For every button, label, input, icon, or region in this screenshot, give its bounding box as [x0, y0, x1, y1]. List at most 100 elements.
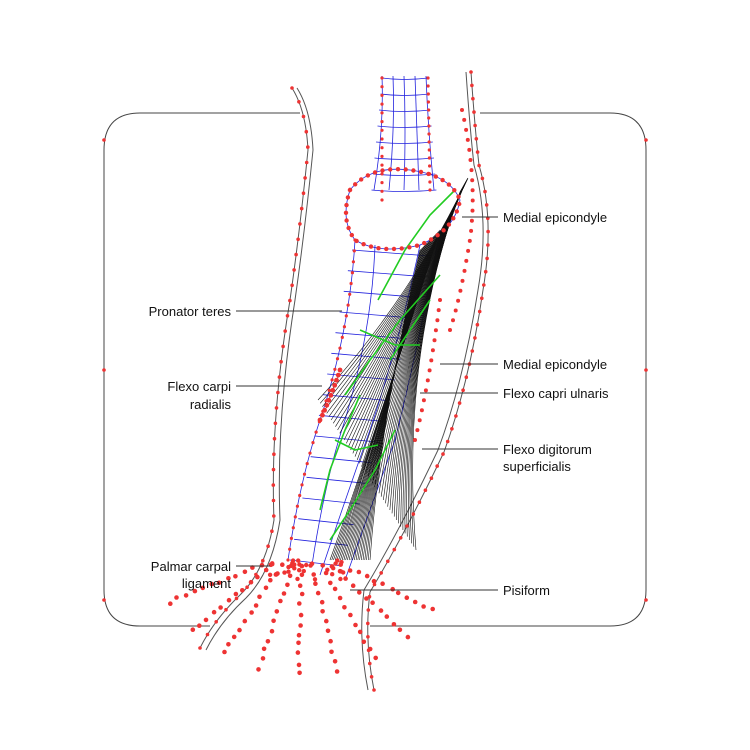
control-point — [305, 161, 309, 165]
hand-point — [233, 574, 238, 579]
control-point — [471, 209, 475, 213]
control-point — [281, 345, 285, 349]
control-point — [451, 216, 455, 220]
control-point — [334, 378, 339, 383]
hand-point — [227, 598, 232, 603]
hand-point — [249, 580, 254, 585]
hand-point — [342, 605, 347, 610]
hand-point — [343, 576, 348, 581]
control-point — [348, 293, 351, 296]
control-point — [405, 524, 409, 528]
control-point — [286, 314, 290, 318]
control-point — [198, 646, 202, 650]
control-point — [275, 406, 279, 410]
control-point — [347, 304, 350, 307]
control-point — [380, 85, 383, 88]
hand-point — [398, 628, 403, 633]
control-point — [454, 309, 458, 313]
control-point — [430, 476, 434, 480]
control-point — [427, 84, 430, 87]
control-point — [415, 428, 419, 432]
hand-point — [379, 608, 384, 613]
hand-point — [268, 578, 273, 583]
control-point — [326, 398, 331, 403]
hand-point — [297, 671, 302, 676]
control-point — [461, 279, 465, 283]
control-point — [344, 218, 348, 222]
control-point — [380, 198, 383, 201]
hand-point — [255, 575, 260, 580]
control-point — [460, 108, 464, 112]
hand-point — [308, 563, 312, 567]
control-point — [461, 388, 465, 392]
hand-point — [297, 562, 301, 566]
control-point — [294, 515, 297, 518]
control-point — [477, 164, 481, 168]
control-point — [458, 401, 462, 405]
hand-point — [296, 650, 301, 655]
control-point — [435, 464, 439, 468]
control-point — [380, 172, 383, 175]
control-point — [272, 514, 276, 518]
control-point — [482, 283, 486, 287]
hand-point — [222, 650, 227, 655]
label-medial-epicondyle-mid: Medial epicondyle — [503, 357, 607, 372]
hand-point — [358, 630, 363, 635]
control-point — [367, 608, 371, 612]
control-point — [427, 124, 430, 127]
control-point — [306, 462, 309, 465]
hand-point — [256, 667, 261, 672]
control-point — [424, 388, 428, 392]
control-point — [413, 438, 417, 442]
hand-point — [274, 572, 278, 576]
control-point — [294, 253, 298, 257]
control-point — [300, 483, 303, 486]
hand-point — [430, 607, 435, 612]
control-point — [345, 314, 348, 317]
control-point — [448, 328, 452, 332]
control-point — [330, 388, 335, 393]
control-point — [302, 115, 306, 119]
control-point — [353, 238, 356, 241]
hand-point — [262, 647, 267, 652]
control-point — [422, 398, 426, 402]
hand-point — [313, 581, 318, 586]
hand-point — [226, 642, 231, 647]
bone-mesh-line — [307, 477, 366, 483]
control-point — [428, 368, 432, 372]
hand-point — [348, 613, 353, 618]
control-point — [471, 97, 475, 101]
hand-point — [302, 569, 306, 573]
hand-point — [390, 587, 395, 592]
control-point — [380, 94, 383, 97]
label-palmar-carpal-1: Palmar carpal — [151, 559, 231, 574]
control-point — [296, 238, 300, 242]
bone-mesh-line — [389, 76, 394, 190]
control-point — [427, 108, 430, 111]
bone-mesh-line — [415, 76, 419, 190]
control-point — [286, 558, 289, 561]
control-point — [476, 323, 480, 327]
hand-point — [297, 601, 302, 606]
control-point — [272, 468, 276, 472]
control-point — [350, 233, 354, 237]
label-flexo-carpi-radialis-2: radialis — [190, 397, 232, 412]
control-point — [428, 164, 431, 167]
control-point — [420, 408, 424, 412]
control-point — [464, 259, 468, 263]
control-point — [292, 526, 295, 529]
hand-point — [288, 574, 293, 579]
control-point — [485, 203, 489, 207]
hand-point — [320, 609, 325, 614]
control-point — [370, 675, 374, 679]
hand-point — [278, 599, 283, 604]
hand-point — [413, 600, 418, 605]
control-point — [102, 138, 106, 142]
control-point — [483, 190, 487, 194]
control-point — [372, 688, 376, 692]
hand-point — [304, 563, 308, 567]
control-point — [427, 116, 430, 119]
hand-point — [297, 633, 302, 638]
hand-point — [266, 639, 271, 644]
